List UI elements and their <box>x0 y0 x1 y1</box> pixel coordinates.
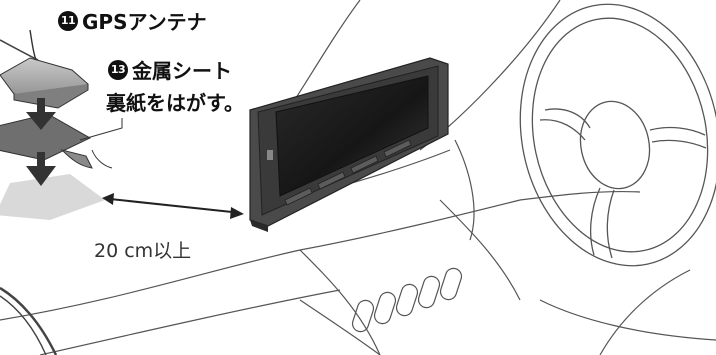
metal-sheet-callout: 13 金属シート <box>108 55 232 84</box>
navigation-monitor-icon <box>249 57 449 232</box>
gps-antenna-number-badge: 11 <box>58 10 78 31</box>
gps-antenna-label: GPSアンテナ <box>82 10 207 34</box>
distance-arrow-icon <box>102 193 244 219</box>
down-arrow-icon <box>26 152 56 186</box>
gps-antenna-callout: 11 GPSアンテナ <box>58 6 207 35</box>
metal-sheet-icon <box>0 113 113 169</box>
peel-instruction: 裏紙をはがす。 <box>106 91 244 115</box>
metal-sheet-number-badge: 13 <box>108 59 128 80</box>
air-vents <box>351 267 463 333</box>
metal-sheet-label: 金属シート <box>132 59 232 83</box>
down-arrow-icon <box>26 98 56 130</box>
peel-leader-line <box>79 118 123 141</box>
gps-antenna-icon <box>0 29 89 109</box>
steering-wheel-icon <box>519 3 716 267</box>
placement-area <box>0 174 105 220</box>
distance-label: 20 cm以上 <box>94 240 192 262</box>
